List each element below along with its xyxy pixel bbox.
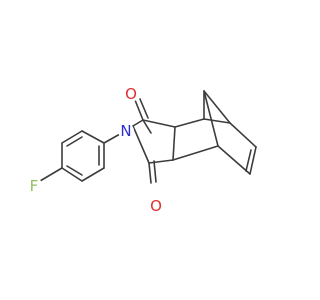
atom-fluorine: F	[26, 177, 42, 195]
atom-nitrogen: N	[118, 122, 134, 140]
molecule-structure: F N O O	[26, 85, 257, 215]
oxygen-bottom-label: O	[150, 197, 162, 215]
bond	[172, 145, 219, 161]
imide-ring	[132, 98, 176, 184]
double-bond-inner	[66, 165, 83, 176]
oxygen-top-label: O	[125, 85, 137, 103]
bond	[217, 145, 251, 175]
fluorine-label: F	[30, 177, 39, 195]
double-bond-inner	[66, 136, 83, 147]
atom-oxygen-top: O	[123, 85, 139, 103]
bond	[61, 130, 83, 144]
bond	[174, 118, 205, 128]
bond	[229, 122, 257, 148]
bond	[81, 167, 105, 182]
carbonyl-bond	[134, 99, 144, 121]
bond	[203, 90, 231, 124]
carbonyl-bond	[139, 98, 149, 119]
bond	[61, 167, 83, 182]
bond	[81, 130, 105, 144]
bond	[203, 90, 219, 147]
nitrogen-label: N	[120, 122, 131, 140]
bond	[132, 119, 144, 127]
bond	[203, 118, 231, 124]
atom-oxygen-bottom: O	[148, 197, 164, 215]
bond	[172, 126, 176, 161]
bond	[148, 159, 174, 164]
bond	[142, 119, 152, 134]
bond	[103, 133, 121, 144]
bond	[142, 119, 176, 128]
double-bond	[249, 146, 257, 175]
bond	[39, 167, 63, 182]
bond	[132, 125, 150, 164]
fluorophenyl-ring	[39, 130, 121, 182]
double-bond-inner	[245, 149, 252, 172]
norbornene-ring	[172, 90, 257, 175]
carbonyl-bond	[148, 162, 152, 184]
carbonyl-bond	[153, 160, 157, 183]
